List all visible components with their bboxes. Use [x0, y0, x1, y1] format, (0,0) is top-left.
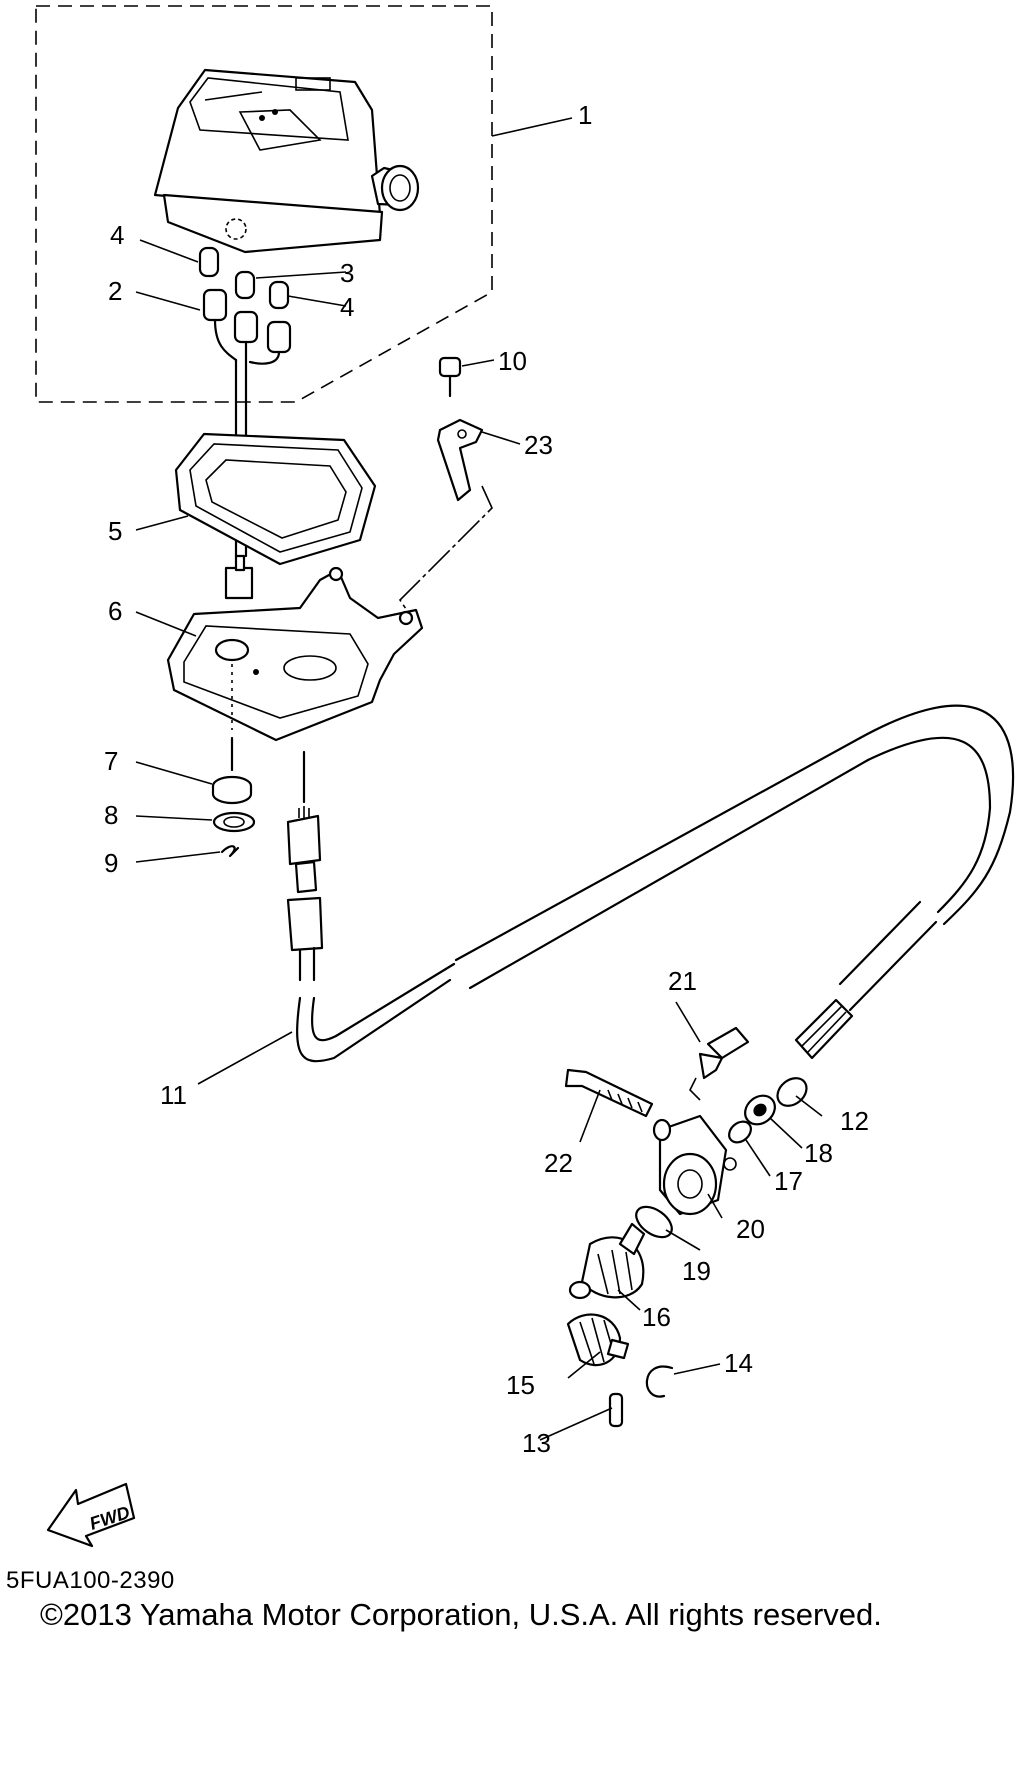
meter-bracket — [166, 566, 424, 742]
callout-labels: 1 4 2 3 4 5 6 7 8 9 10 23 11 21 12 18 17… — [104, 100, 869, 1458]
grommet-washer-clip — [211, 664, 256, 858]
callout-3: 3 — [340, 258, 354, 288]
callout-12: 12 — [840, 1106, 869, 1136]
callout-9: 9 — [104, 848, 118, 878]
document-code: 5FUA100-2390 — [6, 1567, 175, 1594]
callout-20: 20 — [736, 1214, 765, 1244]
callout-19: 19 — [682, 1256, 711, 1286]
assembly-boundary — [35, 5, 493, 403]
bulb-sockets — [198, 246, 292, 558]
callout-1: 1 — [578, 100, 592, 130]
callout-23: 23 — [524, 430, 553, 460]
callout-13: 13 — [522, 1428, 551, 1458]
callout-21: 21 — [668, 966, 697, 996]
callout-8: 8 — [104, 800, 118, 830]
callout-10: 10 — [498, 346, 527, 376]
callout-7: 7 — [104, 746, 118, 776]
meter-cover — [174, 432, 377, 600]
callout-22: 22 — [544, 1148, 573, 1178]
callout-16: 16 — [642, 1302, 671, 1332]
speedometer-cable — [286, 704, 1015, 1063]
callout-15: 15 — [506, 1370, 535, 1400]
callout-6: 6 — [108, 596, 122, 626]
callout-4-upper: 4 — [110, 220, 124, 250]
callout-14: 14 — [724, 1348, 753, 1378]
callout-17: 17 — [774, 1166, 803, 1196]
callout-2: 2 — [108, 276, 122, 306]
copyright-notice: ©2013 Yamaha Motor Corporation, U.S.A. A… — [40, 1597, 882, 1632]
leader-lines — [135, 117, 823, 1441]
callout-5: 5 — [108, 516, 122, 546]
callout-4-lower: 4 — [340, 292, 354, 322]
gear-unit — [564, 1026, 808, 1428]
callout-18: 18 — [804, 1138, 833, 1168]
bolt-and-clamp — [398, 356, 493, 613]
callout-11: 11 — [160, 1080, 187, 1110]
meter-assembly — [153, 68, 420, 254]
fwd-arrow-icon: FWD — [46, 1482, 136, 1548]
